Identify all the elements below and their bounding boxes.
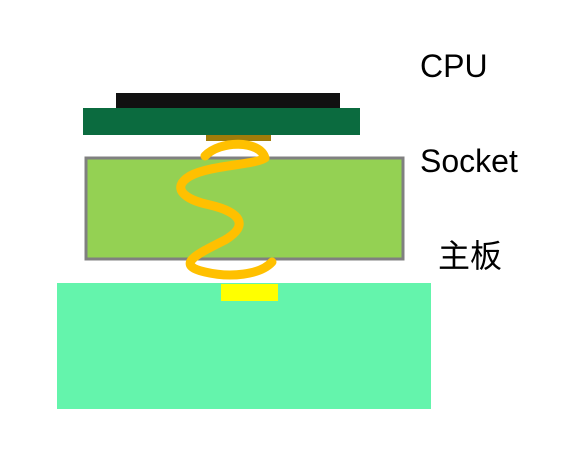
motherboard-pad: [221, 284, 278, 301]
cpu-substrate: [83, 108, 360, 135]
connector-spring: [176, 139, 277, 280]
socket-label: Socket: [420, 143, 518, 179]
motherboard-label: 主板: [438, 237, 503, 275]
motherboard-block: [57, 283, 431, 409]
socket-block: [84, 156, 405, 261]
cpu-contact: [206, 135, 271, 141]
cpu-label: CPU: [420, 48, 488, 84]
cpu-die: [116, 93, 340, 110]
